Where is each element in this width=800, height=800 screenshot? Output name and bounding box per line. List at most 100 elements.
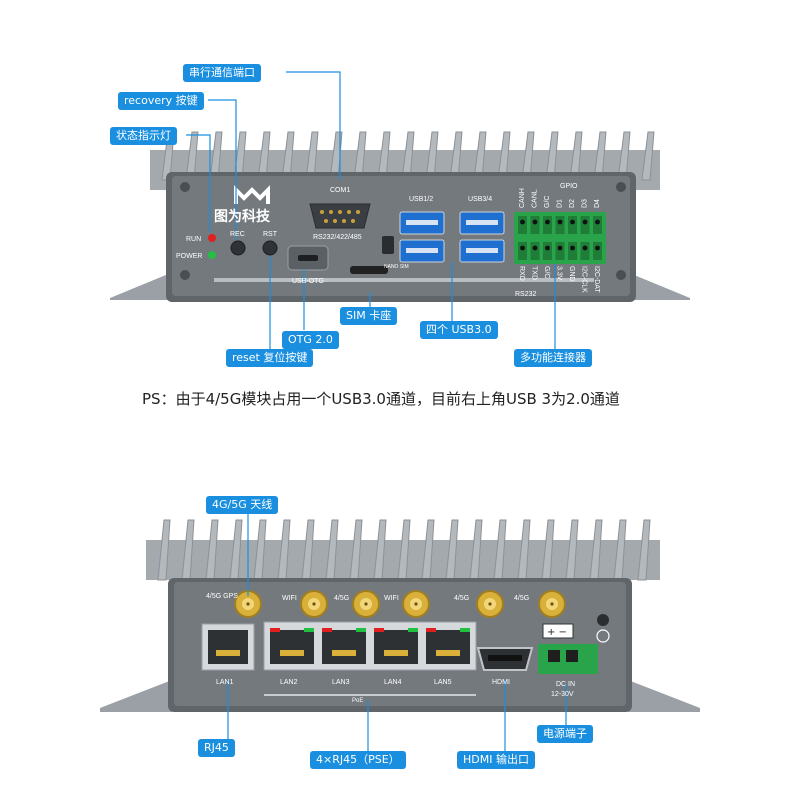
- antenna-connectors: [234, 590, 566, 618]
- callout-reset-button: reset 复位按键: [226, 349, 314, 367]
- callout-recovery-button: recovery 按键: [118, 92, 204, 110]
- dc-range-label: 12-30V: [551, 691, 574, 698]
- terminal-label: I2C-DAT: [593, 266, 600, 293]
- terminal-pin-top: [593, 216, 602, 234]
- terminal-screw: [595, 245, 600, 251]
- terminal-label: D4: [594, 199, 601, 208]
- antenna-label: 4/5G: [514, 595, 529, 602]
- callout-serial-port: 串行通信端口: [183, 64, 261, 82]
- callout-status-led: 状态指示灯: [110, 127, 177, 145]
- db9-pin: [347, 210, 351, 214]
- terminal-label: RXD: [518, 266, 525, 281]
- activity-led: [460, 628, 470, 632]
- sma-connector-pin: [312, 602, 316, 606]
- terminal-screw: [532, 245, 538, 251]
- heatsink-fin: [157, 519, 171, 581]
- terminal-pin-bottom: [530, 242, 540, 260]
- callout-multi-connector: 多功能连接器: [514, 349, 592, 367]
- rj45-contacts: [332, 650, 356, 656]
- terminal-screw: [570, 219, 575, 225]
- terminal-screw: [582, 245, 588, 251]
- run-label: RUN: [186, 236, 201, 243]
- terminal-pin-top: [530, 216, 540, 234]
- antenna-label: 4/5G: [334, 595, 349, 602]
- com1-label: COM1: [330, 187, 350, 194]
- link-led: [322, 628, 332, 632]
- terminal-label: D3: [582, 199, 589, 208]
- hdmi-label: HDMI: [492, 679, 510, 686]
- rj45-socket: [322, 630, 366, 664]
- poe-lan-ports: [263, 621, 477, 671]
- activity-led: [356, 628, 366, 632]
- terminal-label: CANH: [519, 188, 526, 208]
- lan-label: LAN2: [280, 679, 298, 686]
- link-led: [270, 628, 280, 632]
- dc-power-terminal: [538, 614, 610, 674]
- terminal-pin-bottom: [580, 242, 590, 260]
- terminal-pin-bottom: [593, 242, 602, 260]
- db9-pin: [356, 210, 360, 214]
- terminal-pin-bottom: [555, 242, 565, 260]
- lan-label: LAN1: [216, 679, 234, 686]
- sma-connector-pin: [488, 602, 492, 606]
- callout-otg: OTG 2.0: [282, 331, 339, 349]
- link-led: [374, 628, 384, 632]
- db9-pin: [329, 210, 333, 214]
- db9-pin: [333, 219, 337, 223]
- terminal-screw: [520, 245, 525, 251]
- terminal-screw: [557, 219, 563, 225]
- usb3-ports: [382, 211, 505, 263]
- terminal-pin-top: [568, 216, 577, 234]
- top-front-panel: [166, 172, 636, 302]
- bottom-leader-lines: [227, 514, 567, 752]
- rj45-contacts: [436, 650, 460, 656]
- rst-label: RST: [263, 231, 278, 238]
- terminal-label: G/C: [544, 196, 551, 208]
- terminal-label: CANL: [532, 189, 539, 208]
- multi-function-connector: [514, 212, 606, 264]
- terminal-label: 3.3V: [556, 266, 563, 281]
- terminal-pin-top: [543, 216, 552, 234]
- terminal-screw: [570, 245, 575, 251]
- sma-connector-pin: [246, 602, 250, 606]
- gpio-label: GPIO: [560, 183, 578, 190]
- rec-button: [230, 240, 246, 256]
- hdmi-port: [476, 647, 534, 671]
- nano-sim-label: NANO SIM: [384, 264, 409, 270]
- run-led: [208, 234, 216, 242]
- sim-slot: [350, 266, 388, 274]
- callout-poe-rj45: 4×RJ45（PSE）: [310, 751, 406, 769]
- db9-pin: [351, 219, 355, 223]
- bottom-heatsink: [100, 519, 700, 712]
- antenna-label: WIFI: [384, 595, 399, 602]
- terminal-label: GND: [568, 266, 575, 282]
- db9-pin: [342, 219, 346, 223]
- terminal-label: G/C: [543, 266, 550, 278]
- ps-note: PS：由于4/5G模块占用一个USB3.0通道，目前右上角USB 3为2.0通道: [142, 390, 620, 408]
- callout-power-terminal: 电源端子: [537, 725, 593, 743]
- poe-label: PoE: [352, 698, 363, 704]
- rj45-socket: [426, 630, 470, 664]
- lan1-port: [201, 623, 255, 671]
- terminal-screw: [545, 219, 550, 225]
- usb12-label: USB1/2: [409, 196, 433, 203]
- rs-label: RS232/422/485: [313, 234, 362, 241]
- power-led: [208, 251, 216, 259]
- activity-led: [304, 628, 314, 632]
- terminal-pin-bottom: [518, 242, 527, 260]
- com1-port: [309, 203, 371, 229]
- polarity-symbol: + −: [547, 627, 567, 638]
- rj45-socket: [270, 630, 314, 664]
- callout-antenna: 4G/5G 天线: [206, 496, 279, 514]
- rj45-socket: [374, 630, 418, 664]
- terminal-pin-top: [518, 216, 527, 234]
- power-label: POWER: [176, 253, 202, 260]
- terminal-pin-bottom: [543, 242, 552, 260]
- usb34-label: USB3/4: [468, 196, 492, 203]
- rec-label: REC: [230, 231, 245, 238]
- terminal-label: D2: [569, 199, 576, 208]
- dc-in-label: DC IN: [556, 681, 575, 688]
- activity-led: [408, 628, 418, 632]
- terminal-pin-bottom: [568, 242, 577, 260]
